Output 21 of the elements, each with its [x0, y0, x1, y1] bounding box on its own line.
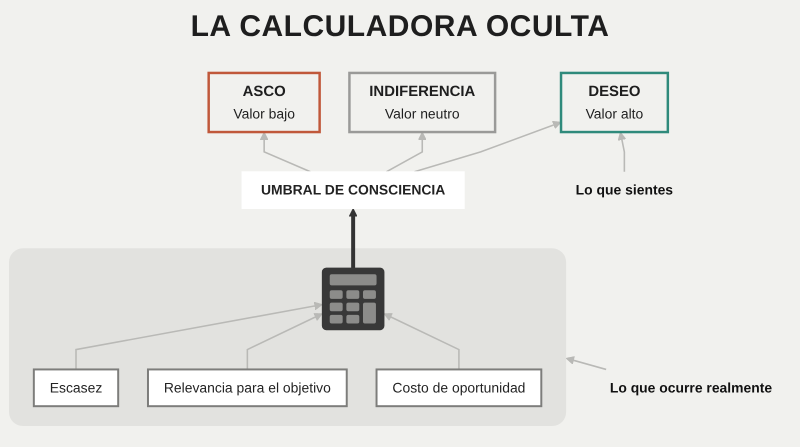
- arrow: [75, 301, 323, 369]
- cluster: [9, 248, 566, 426]
- node-box: DESEO Valor alto: [560, 71, 670, 133]
- arrow: [566, 356, 606, 370]
- arrow: [384, 312, 460, 369]
- node-box: Escasez: [32, 368, 120, 407]
- node-box: UMBRAL DE CONSCIENCIA: [242, 170, 465, 209]
- node-box: Relevancia para el objetivo: [146, 368, 348, 407]
- arrow: [348, 208, 358, 268]
- arrow: [414, 120, 562, 172]
- node-box: ASCO Valor bajo: [207, 71, 321, 133]
- arrow: [260, 131, 311, 172]
- node-picture: [322, 267, 384, 330]
- diagram-title: LA CALCULADORA OCULTA: [190, 10, 610, 44]
- node-text: Lo que sientes: [576, 181, 674, 198]
- arrow: [618, 131, 626, 172]
- arrow: [386, 131, 427, 172]
- node-text: Lo que ocurre realmente: [610, 378, 772, 395]
- arrow: [246, 312, 323, 369]
- node-box: INDIFERENCIA Valor neutro: [348, 71, 496, 133]
- node-box: Costo de oportunidad: [376, 368, 542, 407]
